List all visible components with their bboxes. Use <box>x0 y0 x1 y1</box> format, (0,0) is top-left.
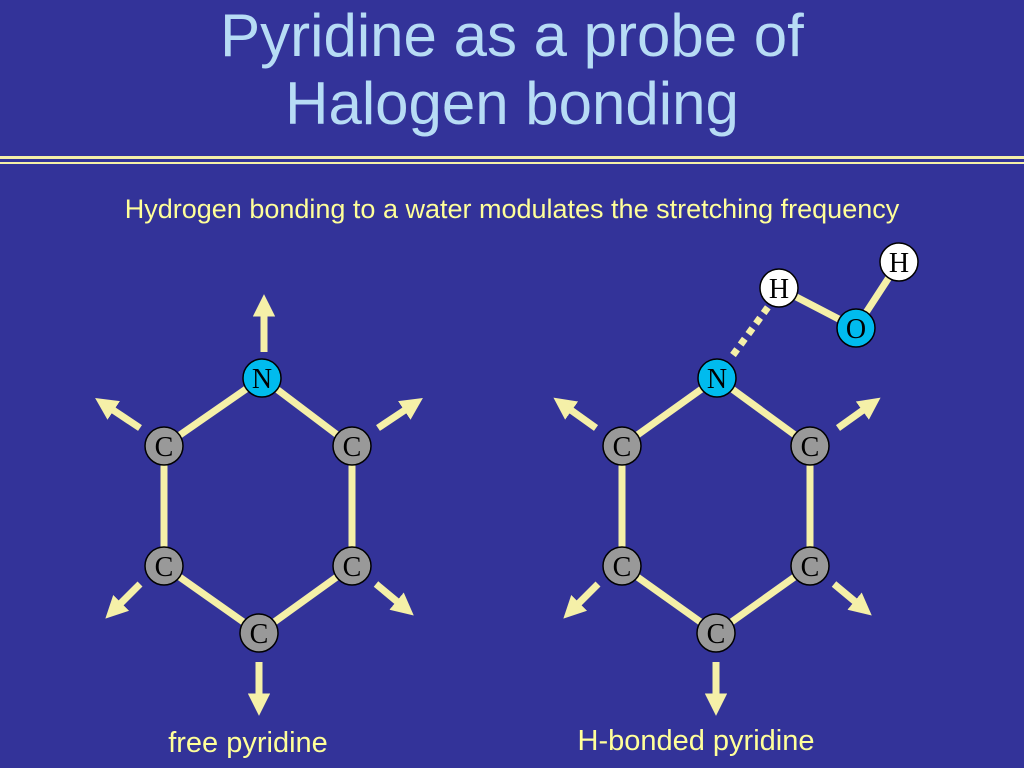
water-molecule: O H H <box>730 242 919 358</box>
free-pyridine-caption: free pyridine <box>168 727 328 759</box>
arrow-lower-left <box>563 581 601 619</box>
hydrogen-atom: H <box>759 268 799 308</box>
h-bonded-pyridine-caption: H-bonded pyridine <box>577 725 815 757</box>
arrow-lower-right <box>373 581 414 616</box>
h-bonded-pyridine-vibration-arrows <box>553 397 881 716</box>
svg-text:O: O <box>846 314 866 345</box>
carbon-atom: C <box>602 426 642 466</box>
carbon-atom: C <box>144 546 184 586</box>
svg-text:H: H <box>889 248 909 279</box>
h-bonded-pyridine-bonds <box>618 374 814 637</box>
carbon-atom: C <box>790 426 830 466</box>
carbon-atom: C <box>696 613 736 653</box>
title-line-2: Halogen bonding <box>285 70 739 137</box>
svg-text:C: C <box>707 619 726 650</box>
svg-text:C: C <box>801 552 820 583</box>
free-pyridine-vibration-arrows <box>95 294 423 716</box>
svg-text:N: N <box>707 364 727 395</box>
hydrogen-bond-dashed <box>730 300 774 358</box>
h-bonded-pyridine-atoms: N C C C C C <box>602 358 830 653</box>
svg-text:C: C <box>155 552 174 583</box>
oxygen-atom: O <box>836 308 876 348</box>
svg-text:C: C <box>343 432 362 463</box>
svg-text:C: C <box>613 552 632 583</box>
slide-subtitle: Hydrogen bonding to a water modulates th… <box>124 194 900 224</box>
free-pyridine-atoms: N C C C C C <box>144 358 372 653</box>
svg-text:C: C <box>801 432 820 463</box>
arrow-upper-left <box>553 397 599 431</box>
svg-text:C: C <box>155 432 174 463</box>
title-divider-top <box>0 156 1024 159</box>
carbon-atom: C <box>790 546 830 586</box>
carbon-atom: C <box>332 426 372 466</box>
slide-title: Pyridine as a probe of Halogen bonding <box>0 2 1024 138</box>
svg-text:C: C <box>343 552 362 583</box>
arrow-upper-right <box>376 398 423 431</box>
arrow-upper-left <box>95 398 142 431</box>
carbon-atom: C <box>332 546 372 586</box>
svg-text:C: C <box>613 432 632 463</box>
nitrogen-atom: N <box>242 358 282 398</box>
arrow-lower-right <box>831 581 872 616</box>
svg-text:C: C <box>250 619 269 650</box>
h-bonded-pyridine-molecule: O H H N C <box>553 242 919 716</box>
hydrogen-atom: H <box>879 242 919 282</box>
free-pyridine-molecule: N C C C C C <box>95 294 423 716</box>
free-pyridine-bonds <box>160 374 356 637</box>
arrow-lower-left <box>105 581 143 619</box>
svg-text:N: N <box>252 364 272 395</box>
title-line-1: Pyridine as a probe of <box>220 2 804 69</box>
title-divider-bottom <box>0 162 1024 164</box>
carbon-atom: C <box>602 546 642 586</box>
arrow-upper-right <box>835 397 881 431</box>
svg-text:H: H <box>769 274 789 305</box>
bond <box>160 374 266 450</box>
carbon-atom: C <box>144 426 184 466</box>
carbon-atom: C <box>239 613 279 653</box>
nitrogen-atom: N <box>697 358 737 398</box>
